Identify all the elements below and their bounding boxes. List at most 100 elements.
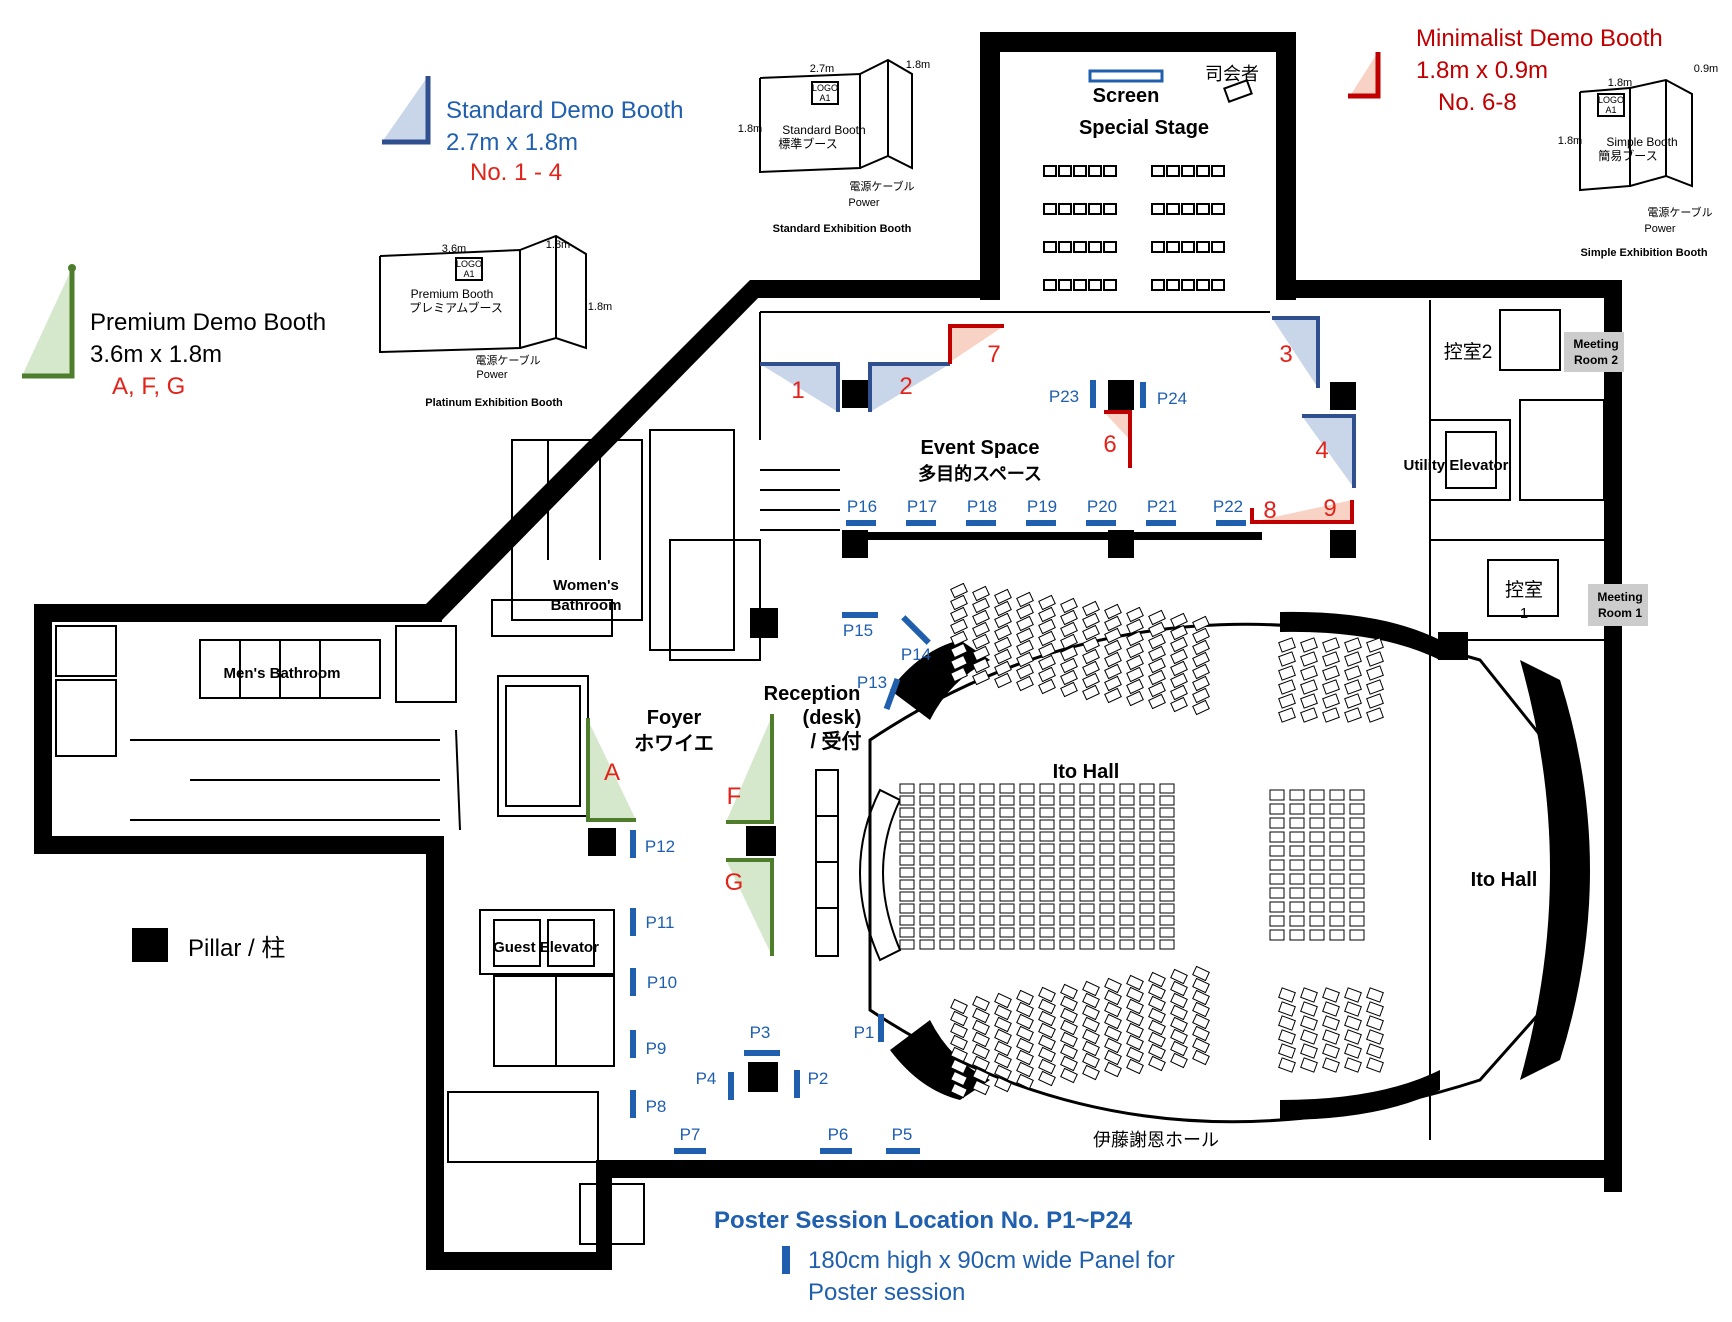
- hall-seat: [1366, 707, 1384, 723]
- hall-seat: [1349, 831, 1365, 843]
- ito-hall-auditorium: [859, 611, 1590, 1124]
- hall-seat: [939, 903, 955, 914]
- hall-seat: [950, 1046, 968, 1063]
- reception-label-2: (desk): [803, 707, 862, 729]
- hall-seat: [1159, 879, 1175, 890]
- hall-seat: [1038, 666, 1056, 683]
- hall-seat: [939, 915, 955, 926]
- hall-seat: [1059, 867, 1075, 878]
- hall-seat: [1148, 669, 1166, 686]
- hall-seat: [1170, 672, 1188, 689]
- svg-text:1.8m: 1.8m: [738, 123, 762, 135]
- svg-text:1.8m: 1.8m: [588, 301, 612, 313]
- poster-session-desc-1: 180cm high x 90cm wide Panel for: [808, 1247, 1175, 1274]
- legend-pillar-label: Pillar / 柱: [188, 935, 285, 962]
- hall-seat: [1038, 1058, 1056, 1075]
- simple-booth-sketch: 1.8m 0.9m 1.8m LOGO A1 Simple Booth 簡易ブー…: [1558, 63, 1718, 259]
- hall-seat: [1082, 1004, 1100, 1021]
- reception-label-3: / 受付: [810, 729, 861, 753]
- poster-P9: P9: [646, 1039, 667, 1058]
- hall-seat: [1126, 986, 1144, 1003]
- hall-seat: [999, 903, 1015, 914]
- booth-6: 6: [1103, 431, 1116, 458]
- hall-seat: [972, 1019, 990, 1036]
- hall-seat: [1192, 977, 1210, 994]
- pillar: [588, 828, 616, 856]
- hall-seat: [1019, 891, 1035, 902]
- hall-seat: [1289, 915, 1305, 927]
- hall-seat: [972, 995, 990, 1012]
- hall-seat: [1344, 1001, 1362, 1017]
- hall-seat: [939, 855, 955, 866]
- hall-seat: [1329, 859, 1345, 871]
- hall-seat: [1038, 1034, 1056, 1051]
- hall-seat: [919, 855, 935, 866]
- hall-seat: [1344, 651, 1362, 667]
- hall-seat: [1126, 1022, 1144, 1039]
- stage-seat: [1103, 241, 1117, 253]
- poster-P13: P13: [857, 673, 887, 692]
- hall-seat: [1139, 807, 1155, 818]
- stage-seat: [1073, 203, 1087, 215]
- hall-seat: [1104, 615, 1122, 632]
- legend-premium-numbers: A, F, G: [112, 373, 185, 400]
- svg-text:電源ケーブル: 電源ケーブル: [475, 353, 540, 367]
- svg-text:1.8m: 1.8m: [1558, 135, 1582, 147]
- svg-text:A1: A1: [463, 269, 474, 279]
- stage-seat: [1043, 241, 1057, 253]
- hall-seat: [1148, 1019, 1166, 1036]
- hall-seat: [1099, 831, 1115, 842]
- hall-seat: [1309, 901, 1325, 913]
- hall-seat: [1082, 660, 1100, 677]
- hall-seat: [1016, 1025, 1034, 1042]
- hall-seat: [1126, 1046, 1144, 1063]
- hall-seat: [1039, 855, 1055, 866]
- hall-seat: [950, 630, 968, 647]
- hall-seat: [1119, 843, 1135, 854]
- hall-seat: [999, 879, 1015, 890]
- hall-seat: [1159, 867, 1175, 878]
- hall-seat: [1139, 903, 1155, 914]
- pillar: [1438, 632, 1468, 660]
- legend-minimalist: Minimalist Demo Booth 1.8m x 0.9m No. 6-…: [1348, 25, 1663, 116]
- hall-seat: [1082, 1016, 1100, 1033]
- hall-seat: [1126, 630, 1144, 647]
- poster-P17: P17: [907, 497, 937, 516]
- hall-seat: [972, 669, 990, 686]
- stage-seat: [1073, 165, 1087, 177]
- hall-seat: [1300, 1057, 1318, 1073]
- stage-seat: [1196, 279, 1210, 291]
- hall-seat: [1039, 939, 1055, 950]
- hall-seat: [1038, 618, 1056, 635]
- hall-seat: [994, 1004, 1012, 1021]
- hall-seat: [950, 582, 968, 599]
- hall-seat: [972, 597, 990, 614]
- utility-elevator-label: Utility Elevator: [1403, 457, 1508, 474]
- hall-seat: [979, 843, 995, 854]
- hall-seat: [1016, 615, 1034, 632]
- hall-seat: [899, 927, 915, 938]
- hall-seat: [1104, 1025, 1122, 1042]
- hall-seat: [1099, 903, 1115, 914]
- event-space-label: Event Space: [921, 437, 1040, 459]
- poster-P14: P14: [901, 645, 931, 664]
- hall-seat: [1039, 843, 1055, 854]
- meeting-room-1-label: Meeting: [1597, 590, 1642, 604]
- hall-seat: [959, 819, 975, 830]
- hall-seat: [1119, 831, 1135, 842]
- hall-seat: [1060, 621, 1078, 638]
- hall-seat: [1366, 651, 1384, 667]
- svg-text:2.7m: 2.7m: [810, 63, 834, 75]
- hall-seat: [1344, 707, 1362, 723]
- stage-seat: [1211, 165, 1225, 177]
- hall-seat: [1099, 927, 1115, 938]
- hall-seat: [1300, 1043, 1318, 1059]
- hall-seat: [1104, 977, 1122, 994]
- hall-seat: [1082, 648, 1100, 665]
- hall-seat: [1366, 987, 1384, 1003]
- hall-seat: [1300, 987, 1318, 1003]
- hall-seat: [1126, 618, 1144, 635]
- poster-P4: P4: [696, 1069, 717, 1088]
- meeting-room-2-label: Meeting: [1573, 337, 1618, 351]
- hall-seat: [972, 609, 990, 626]
